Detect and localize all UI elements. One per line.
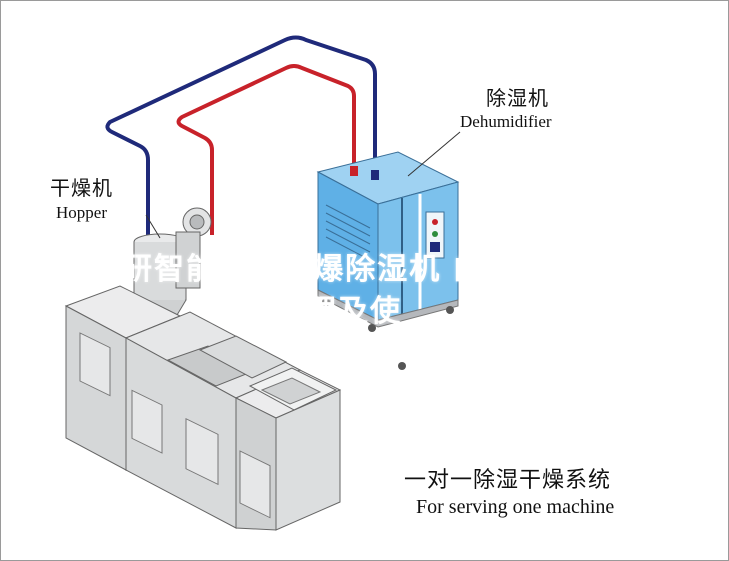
hopper-leader: [145, 214, 161, 239]
hopper-label-en: Hopper: [56, 203, 107, 222]
dehumidifier-leader: [407, 131, 461, 177]
red-pipe: [176, 64, 356, 235]
hopper-label-cn: 干燥机: [50, 176, 113, 200]
dehumidifier-label-en: Dehumidifier: [460, 112, 552, 131]
caption-title-cn: 一对一除湿干燥系统: [404, 468, 612, 493]
dehumidifier-label-cn: 除湿机: [486, 86, 549, 110]
watermark-line-1: 中研智能 | | 防爆除湿机 的: [90, 252, 486, 287]
blue-pipe: [105, 35, 377, 238]
dehumidifier-cabinet: [316, 151, 460, 370]
injection-machine: [64, 285, 342, 531]
watermark-line-2: 工作原理及使: [210, 294, 402, 329]
caption-title-en: For serving one machine: [416, 496, 615, 518]
